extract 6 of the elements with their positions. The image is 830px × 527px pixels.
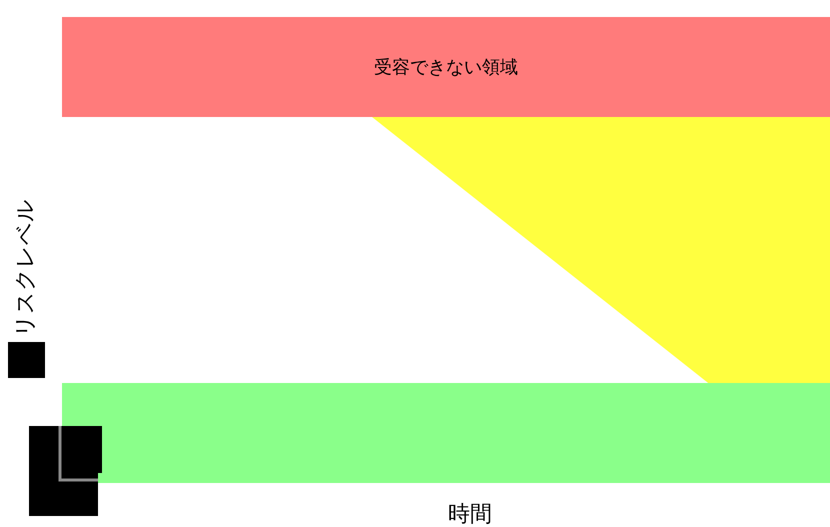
region-label: 受容できない領域 [374,56,518,79]
risk-area [372,117,830,383]
y-axis-label: リスクレベル [12,199,39,337]
unacceptable-region-band [62,17,830,117]
x-axis-label: 時間 [448,501,492,527]
acceptable-region-band [62,383,830,483]
